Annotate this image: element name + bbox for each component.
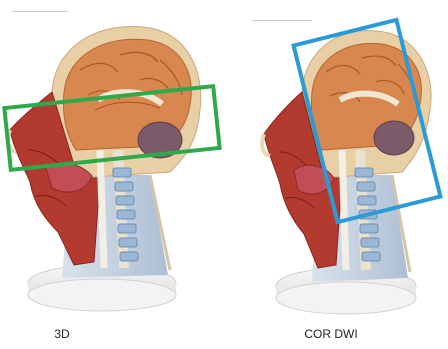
caption-3d: 3D <box>0 327 174 341</box>
panel-cor-dwi: COR DWI <box>224 0 448 349</box>
panel-3d: 3D <box>0 0 224 349</box>
caption-cor-dwi: COR DWI <box>219 327 443 341</box>
head-model-sagittal-illustration <box>0 0 224 349</box>
airway <box>342 150 346 270</box>
head-model-sagittal-illustration <box>224 0 448 349</box>
cerebellum <box>374 121 414 155</box>
airway <box>100 150 104 268</box>
